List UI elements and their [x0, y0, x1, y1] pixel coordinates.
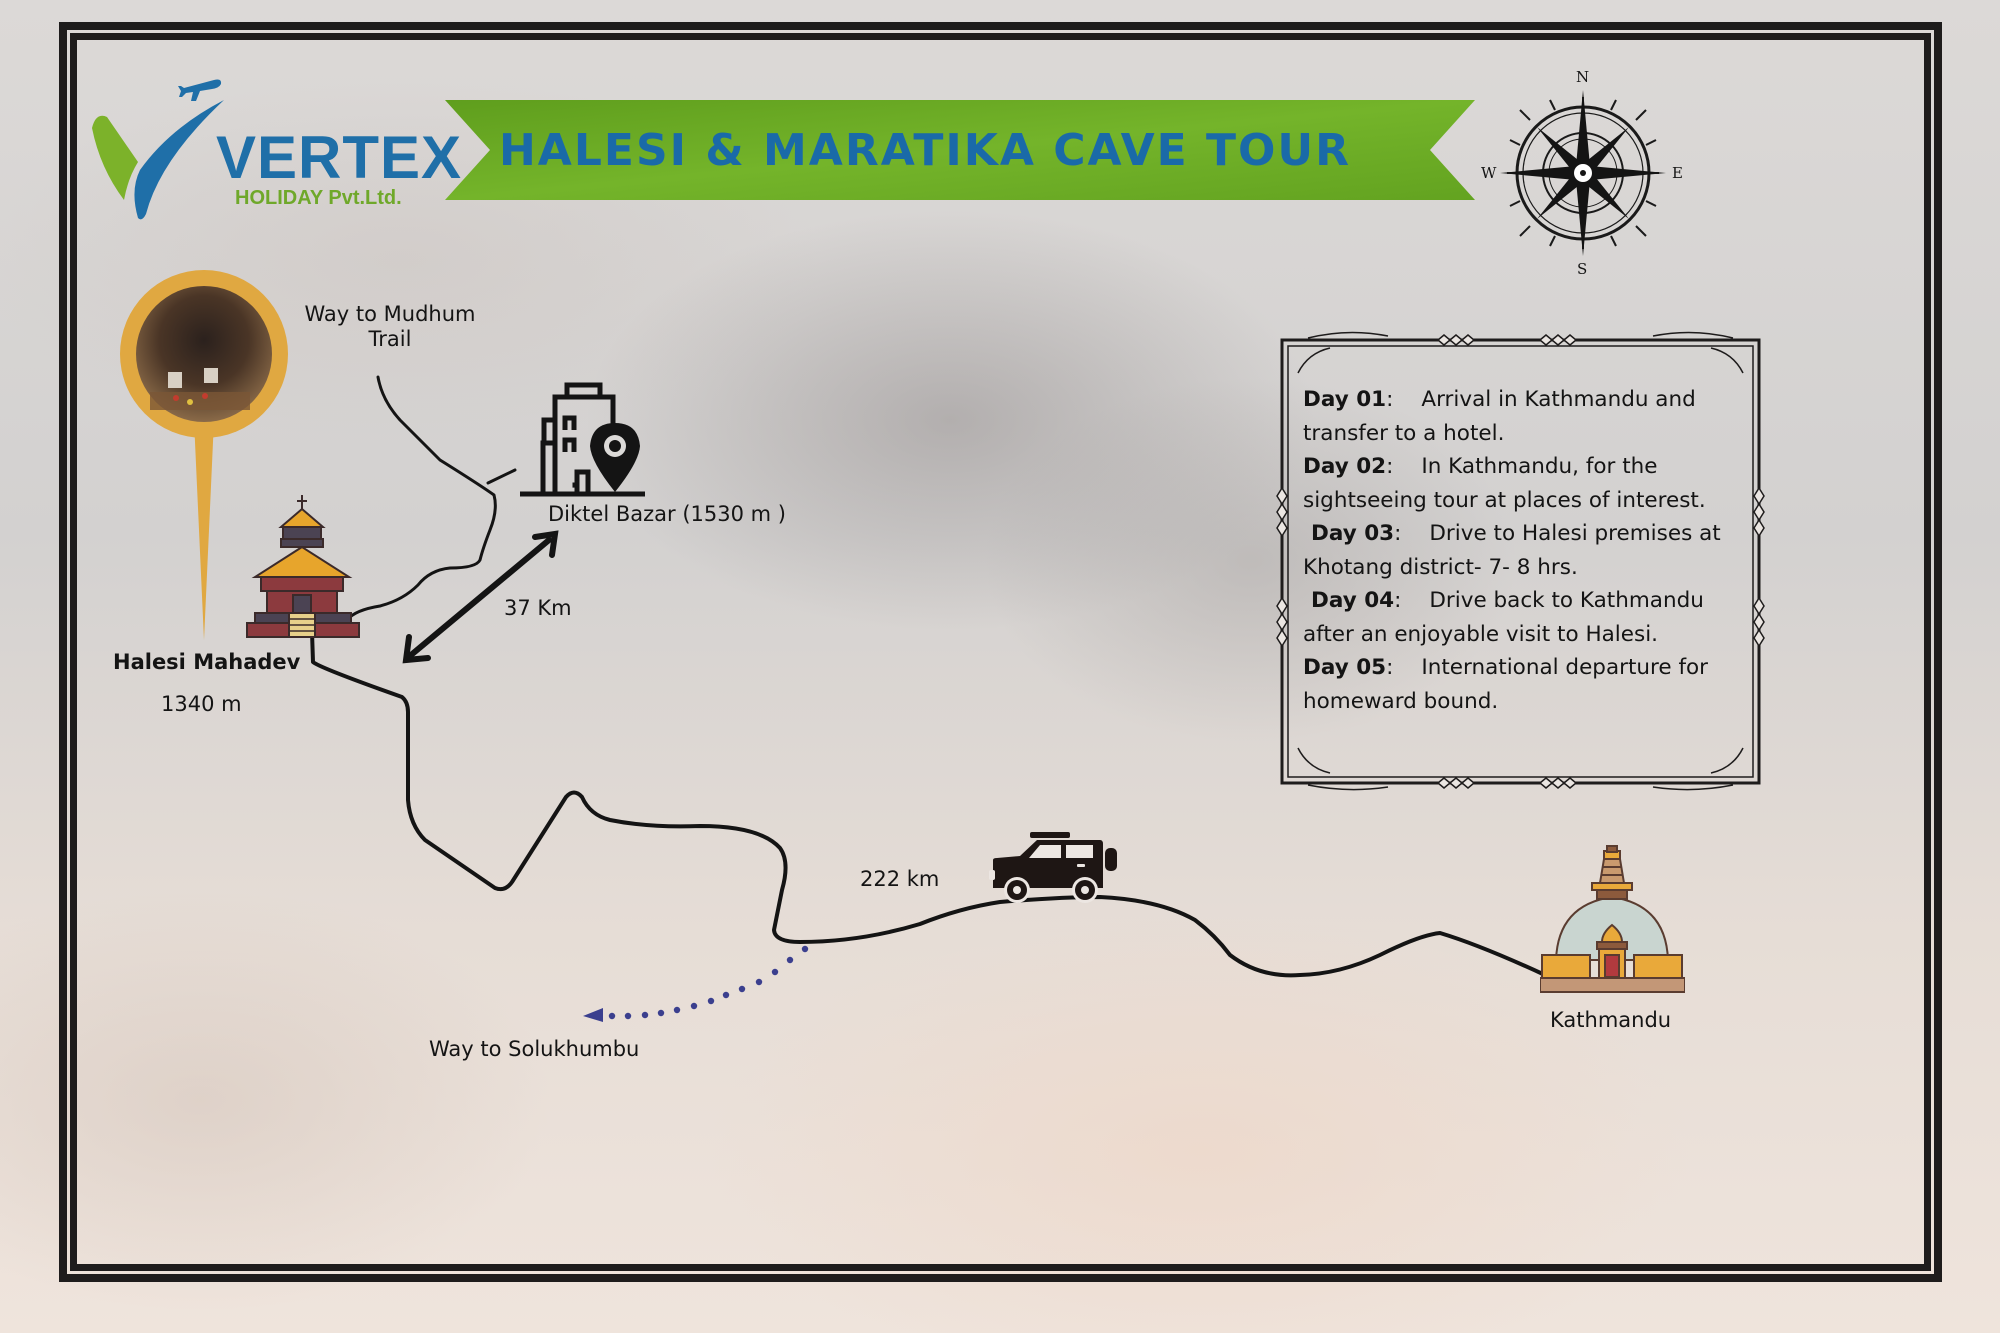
day-label: Day 01	[1303, 387, 1387, 412]
itinerary-day-05: Day 05: International departure for	[1303, 651, 1753, 685]
day-description-line2: after an enjoyable visit to Halesi.	[1303, 621, 1659, 647]
compass-north-label: N	[1576, 68, 1590, 86]
solukhumbu-label: Way to Solukhumbu	[429, 1037, 640, 1061]
ornament-diamonds-icon	[1276, 334, 1765, 789]
day-description-line2: homeward bound.	[1303, 688, 1499, 714]
kathmandu-stupa-icon	[1540, 845, 1685, 993]
mudhum-trail-label-line1: Way to Mudhum	[304, 302, 476, 326]
day-label: Day 04	[1311, 588, 1395, 613]
halesi-location-pin	[120, 270, 288, 640]
inner-frame-border	[70, 33, 1931, 1271]
brand-name: VERTEX	[216, 124, 463, 191]
diktel-city-pin-icon	[520, 382, 645, 497]
diktel-name-label: Diktel Bazar (1530 m )	[548, 502, 786, 527]
day-label: Day 02	[1303, 454, 1387, 479]
day-description-line1: Arrival in Kathmandu and	[1421, 387, 1696, 412]
mudhum-trail-label-line2: Trail	[368, 327, 412, 352]
mudhum-trail-label: Way to Mudhum Trail	[290, 302, 490, 352]
main-route-line	[310, 630, 1547, 978]
day-separator: :	[1386, 387, 1394, 412]
distance-double-arrow-icon	[402, 530, 559, 664]
day-description-line2: sightseeing tour at places of interest.	[1303, 487, 1706, 513]
day-description-line1: International departure for	[1421, 655, 1709, 680]
diktel-name: Diktel Bazar	[548, 502, 676, 526]
distance-222km-label: 222 km	[860, 867, 940, 891]
vertex-logo-mark	[92, 79, 224, 220]
day-description-line2: transfer to a hotel.	[1303, 420, 1505, 446]
compass-east-label: E	[1672, 164, 1683, 182]
tour-title: HALESI & MARATIKA CAVE TOUR	[498, 124, 1352, 176]
kathmandu-label: Kathmandu	[1550, 1008, 1672, 1032]
day-separator: :	[1386, 454, 1394, 479]
itinerary-list: Day 01: Arrival in Kathmandu and transfer…	[1303, 383, 1753, 718]
arrowhead-icon	[583, 1008, 603, 1022]
jeep-vehicle-icon	[989, 832, 1117, 903]
compass-west-label: W	[1481, 164, 1497, 182]
distance-37km-label: 37 Km	[504, 596, 572, 620]
compass-rose-icon	[1500, 90, 1666, 256]
diktel-branch-line	[486, 468, 517, 485]
airplane-icon	[178, 79, 222, 101]
mudhum-trail-line	[345, 375, 497, 622]
halesi-name-label: Halesi Mahadev	[113, 650, 301, 674]
title-ribbon	[445, 100, 1475, 200]
itinerary-day-04: Day 04: Drive back to Kathmandu	[1303, 584, 1753, 618]
halesi-temple-icon	[246, 495, 360, 638]
itinerary-day-01: Day 01: Arrival in Kathmandu and	[1303, 383, 1753, 417]
diktel-elevation: (1530 m )	[682, 502, 786, 526]
day-description-line1: In Kathmandu, for the	[1421, 454, 1658, 479]
day-description-line1: Drive back to Kathmandu	[1429, 588, 1704, 613]
day-label: Day 05	[1303, 655, 1387, 680]
compass-south-label: S	[1577, 260, 1588, 278]
outer-frame-border	[59, 22, 1942, 1282]
day-description-line2: Khotang district- 7- 8 hrs.	[1303, 554, 1578, 580]
day-separator: :	[1386, 655, 1394, 680]
itinerary-ornate-frame	[1276, 331, 1765, 791]
halesi-elevation-label: 1340 m	[161, 692, 242, 716]
day-label: Day 03	[1311, 521, 1395, 546]
day-separator: :	[1394, 521, 1402, 546]
brand-subtitle: HOLIDAY Pvt.Ltd.	[235, 187, 402, 209]
day-separator: :	[1394, 588, 1402, 613]
day-description-line1: Drive to Halesi premises at	[1429, 521, 1721, 546]
v-swoosh-icon	[92, 100, 224, 220]
itinerary-day-02: Day 02: In Kathmandu, for the	[1303, 450, 1753, 484]
itinerary-day-03: Day 03: Drive to Halesi premises at	[1303, 517, 1753, 551]
solukhumbu-dotted-route	[583, 945, 809, 1022]
